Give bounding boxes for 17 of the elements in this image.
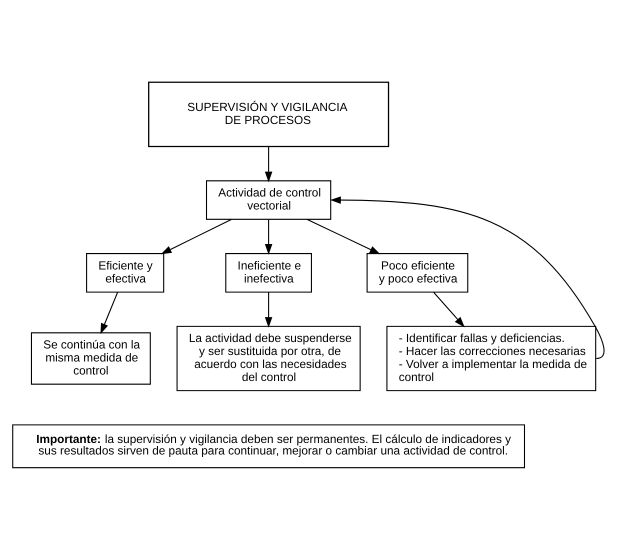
arrow — [307, 219, 380, 254]
node-box: Actividad de control vectorial — [206, 180, 332, 220]
arrow — [160, 219, 232, 254]
node-box: La actividad debe suspenderse y ser sustituida por otra, de acuerdo con las necesidades del control — [176, 326, 361, 392]
arrow — [100, 292, 118, 334]
node-box: - Identificar fallas y deficiencias. - Hacer las correcciones necesarias - Volver a implementar la medida de control — [386, 326, 596, 392]
arrow — [264, 220, 272, 255]
arrow — [264, 292, 272, 328]
node-box: Importante: la supervisión y vigilancia deben ser permanentes. El cálculo de indicadores y sus resultados sirven de pauta para continuar, mejorar o cambiar una actividad de control. — [12, 424, 526, 468]
node-box: SUPERVISIÓN Y VIGILANCIA DE PROCESOS — [148, 82, 390, 148]
arrow — [433, 292, 465, 328]
arrow — [330, 196, 604, 360]
node-box: Eficiente y efectiva — [86, 253, 164, 293]
arrow — [264, 146, 272, 182]
node-box: Poco eficiente y poco efectiva — [366, 253, 468, 293]
node-box: Se continúa con la misma medida de control — [30, 332, 151, 385]
node-box: Ineficiente e inefectiva — [225, 253, 312, 293]
